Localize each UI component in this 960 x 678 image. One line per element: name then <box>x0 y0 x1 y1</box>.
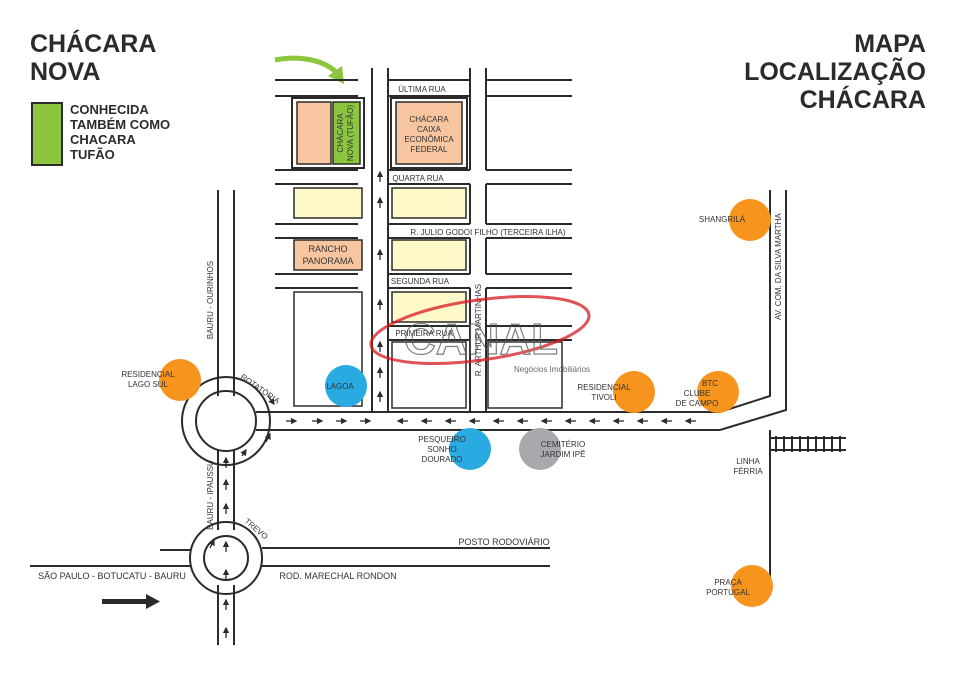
linha-ferria-label-1: LINHA <box>736 457 760 466</box>
caixa-label-4: FEDERAL <box>411 145 448 154</box>
tivoli-label-1: RESIDENCIAL <box>577 383 631 392</box>
cemiterio-label-1: CEMITÉRIO <box>541 440 585 449</box>
street-arthur-martinhas: R. ARTHUR MARTINHAS <box>474 284 483 376</box>
title-right-line1: MAPA <box>854 30 926 58</box>
block-cream-1 <box>293 187 363 219</box>
title-right-line2: LOCALIZAÇÃO <box>744 56 926 86</box>
block-caixa-frame <box>390 97 468 169</box>
rotatoria-label: ROTATÓRIA <box>239 372 282 406</box>
tivoli-label-2: TIVOLI <box>591 393 616 402</box>
rancho-label-2: PANORAMA <box>303 256 354 266</box>
poi-btc-clube: BTC CLUBE DE CAMPO <box>676 371 739 413</box>
street-quarta-rua: QUARTA RUA <box>392 174 444 183</box>
street-grid <box>275 68 572 412</box>
poi-cemiterio: CEMITÉRIO JARDIM IPÊ <box>519 428 585 470</box>
legend-line4: TUFÃO <box>70 147 115 162</box>
canal-watermark: CANAL Negócios Imobiliários <box>369 295 591 374</box>
praca-marker-icon <box>731 565 773 607</box>
roundabout-rotatoria <box>181 376 280 466</box>
lagoa-marker-icon <box>325 365 367 407</box>
caixa-label-3: ECONÔMICA <box>404 135 454 144</box>
block-caixa <box>395 101 463 165</box>
block-chacara-nova-left <box>296 101 332 165</box>
poi-tivoli: RESIDENCIAL TIVOLI <box>577 371 655 413</box>
btc-marker-icon <box>697 371 739 413</box>
caixa-label-2: CAIXA <box>417 125 442 134</box>
cemiterio-label-2: JARDIM IPÊ <box>541 450 586 459</box>
legend: CONHECIDA TAMBÉM COMO CHACARA TUFÃO <box>31 102 170 166</box>
roundabout-arrows <box>222 395 275 514</box>
lago-sul-label-2: LAGO SUL <box>128 380 169 389</box>
street-segunda-rua: SEGUNDA RUA <box>391 277 450 286</box>
street-ultima-rua: ÚLTIMA RUA <box>398 85 446 94</box>
pesqueiro-label-2: SONHO <box>427 445 456 454</box>
pesqueiro-label-3: DOURADO <box>422 455 463 464</box>
linha-ferria-label-2: FÉRRIA <box>733 467 763 476</box>
trevo-arrows <box>208 538 230 638</box>
block-white-1 <box>391 341 467 409</box>
street-marechal-rondon: ROD. MARECHAL RONDON <box>279 571 396 581</box>
watermark-brand: CANAL <box>404 315 558 364</box>
caixa-label-1: CHÁCARA <box>409 115 449 124</box>
legend-line3: CHACARA <box>70 132 136 147</box>
shangrila-marker-icon <box>729 199 771 241</box>
legend-swatch <box>31 102 63 166</box>
direction-arrow-icon <box>102 594 160 609</box>
street-primeira-rua: PRIMEIRA RUA <box>395 329 453 338</box>
title-left-line2: NOVA <box>30 58 100 86</box>
watermark-subtitle: Negócios Imobiliários <box>514 365 590 374</box>
street-sp-botucatu-bauru: SÃO PAULO - BOTUCATU - BAURU <box>38 571 186 581</box>
main-avenue <box>280 378 787 431</box>
pesqueiro-marker-icon <box>449 428 491 470</box>
legend-line1: CONHECIDA <box>70 102 149 117</box>
tivoli-marker-icon <box>613 371 655 413</box>
lagoa-label: LAGOA <box>326 382 354 391</box>
shangrila-label: SHANGRILÁ <box>699 215 746 224</box>
btc-label-3: DE CAMPO <box>676 399 719 408</box>
title-left: CHÁCARA NOVA <box>30 29 156 86</box>
pesqueiro-label-1: PESQUEIRO <box>418 435 466 444</box>
lago-sul-label-1: RESIDENCIAL <box>121 370 175 379</box>
poi-pesqueiro: PESQUEIRO SONHO DOURADO <box>418 428 491 470</box>
street-av-com-silva-martha: AV. COM. DA SILVA MARTHA <box>774 213 783 320</box>
block-rancho-panorama <box>293 239 363 271</box>
street-bauru-ourinhos: BAURU - OURINHOS <box>206 261 215 339</box>
chacara-nova-label-1: CHÁCARA <box>336 113 345 153</box>
title-right: MAPA LOCALIZAÇÃO CHÁCARA <box>744 30 926 114</box>
cemiterio-marker-icon <box>519 428 561 470</box>
legend-line2: TAMBÉM COMO <box>70 117 170 132</box>
block-cream-3 <box>391 239 467 271</box>
poi-lagoa: LAGOA <box>325 365 367 407</box>
street-bauru-ipaussu: BAURU - IPAUSSU <box>206 460 215 530</box>
title-right-line3: CHÁCARA <box>800 85 926 114</box>
trevo-interchange <box>30 521 550 595</box>
poi-lago-sul: RESIDENCIAL LAGO SUL <box>121 359 201 401</box>
praca-label-2: PORTUGAL <box>706 588 750 597</box>
block-chacara-nova-tufao <box>332 101 361 165</box>
railroad-icon <box>770 436 846 452</box>
poi-shangrila: SHANGRILÁ <box>699 199 771 241</box>
block-cream-2 <box>391 187 467 219</box>
title-left-line1: CHÁCARA <box>30 29 156 58</box>
lago-sul-marker-icon <box>159 359 201 401</box>
chacara-nova-label-2: NOVA (TUFÃO) <box>346 105 355 162</box>
street-julio-godoi: R. JULIO GODOI FILHO (TERCEIRA ILHA) <box>410 228 565 237</box>
poi-praca-portugal: PRAÇA PORTUGAL <box>706 565 773 607</box>
btc-label-2: CLUBE <box>684 389 711 398</box>
praca-label-1: PRAÇA <box>714 578 742 587</box>
rancho-label-1: RANCHO <box>308 244 347 254</box>
block-chacara-nova-frame <box>291 97 365 169</box>
btc-label-1: BTC <box>702 379 718 388</box>
street-posto-rodoviario: POSTO RODOVIÁRIO <box>458 537 549 547</box>
